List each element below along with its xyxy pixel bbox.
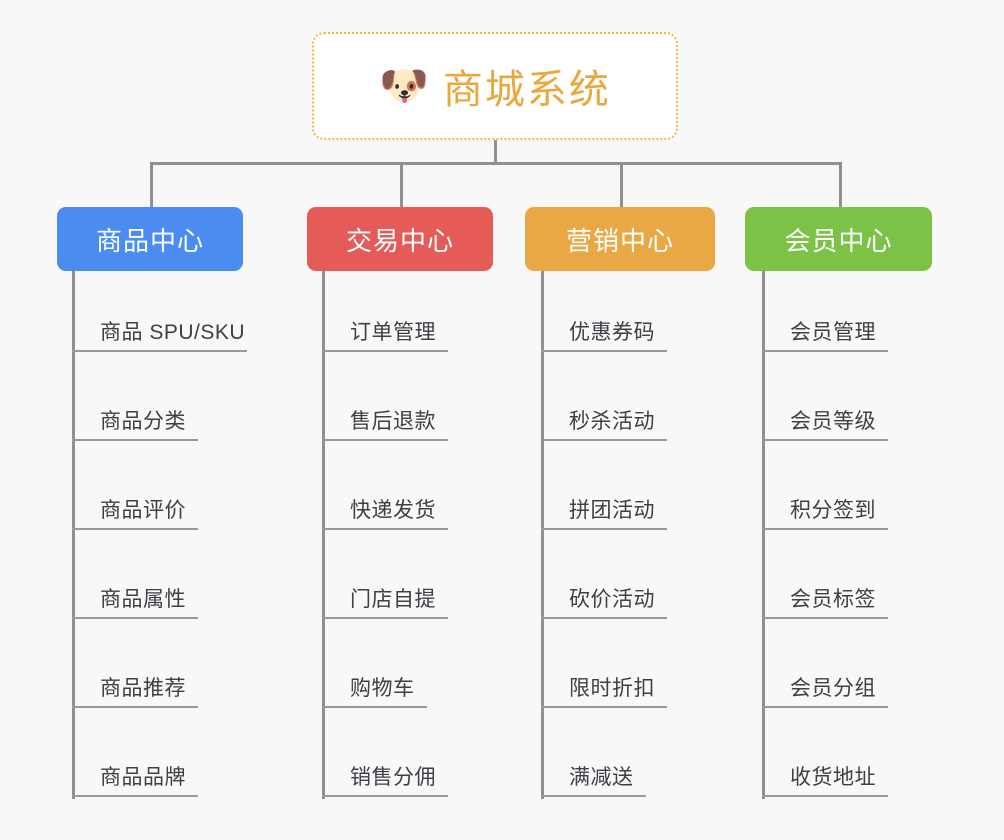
leaf-item-label: 优惠券码 xyxy=(569,321,655,344)
leaf-item-label: 商品评价 xyxy=(100,499,186,522)
leaf-item-label: 商品属性 xyxy=(100,588,186,611)
dog-face-icon: 🐶 xyxy=(379,63,429,109)
leaf-item-label: 积分签到 xyxy=(790,499,876,522)
leaf-item-rule xyxy=(322,617,448,619)
leaf-item-label: 商品分类 xyxy=(100,410,186,433)
leaf-item-label: 秒杀活动 xyxy=(569,410,655,433)
category-header-4[interactable]: 会员中心 xyxy=(745,207,932,271)
leaf-item-rule xyxy=(541,706,667,708)
leaf-item-rule xyxy=(762,617,888,619)
leaf-item-rule xyxy=(541,350,667,352)
leaf-item-label: 商品 SPU/SKU xyxy=(100,321,246,344)
leaf-item-rule xyxy=(322,795,448,797)
leaf-item-rule xyxy=(322,439,448,441)
connector-drop-4 xyxy=(839,162,842,207)
leaf-item-rule xyxy=(72,528,198,530)
column-trunk-4 xyxy=(762,271,765,799)
leaf-item-label: 商品品牌 xyxy=(100,766,186,789)
connector-drop-2 xyxy=(400,162,403,207)
leaf-item-rule xyxy=(72,439,198,441)
column-trunk-2 xyxy=(322,271,325,799)
leaf-item-label: 商品推荐 xyxy=(100,677,186,700)
leaf-item-label: 收货地址 xyxy=(790,766,876,789)
leaf-item-rule xyxy=(541,528,667,530)
leaf-item-rule xyxy=(322,350,448,352)
leaf-item-label: 拼团活动 xyxy=(569,499,655,522)
column-trunk-3 xyxy=(541,271,544,799)
leaf-item-rule xyxy=(72,617,198,619)
leaf-item-rule xyxy=(541,795,646,797)
root-node[interactable]: 🐶 商城系统 xyxy=(312,32,678,140)
root-title: 商城系统 xyxy=(442,68,611,112)
leaf-item-label: 限时折扣 xyxy=(569,677,655,700)
leaf-item-label: 砍价活动 xyxy=(569,588,655,611)
leaf-item-label: 购物车 xyxy=(350,677,415,700)
leaf-item-label: 满减送 xyxy=(569,766,634,789)
leaf-item-rule xyxy=(762,528,888,530)
leaf-item-rule xyxy=(762,706,888,708)
leaf-item-label: 会员等级 xyxy=(790,410,876,433)
category-header-3[interactable]: 营销中心 xyxy=(525,207,715,271)
leaf-item-rule xyxy=(541,617,667,619)
leaf-item-rule xyxy=(762,439,888,441)
leaf-item-rule xyxy=(541,439,667,441)
category-header-1[interactable]: 商品中心 xyxy=(57,207,243,271)
leaf-item-label: 销售分佣 xyxy=(350,766,436,789)
leaf-item-label: 会员分组 xyxy=(790,677,876,700)
leaf-item-rule xyxy=(72,795,198,797)
column-trunk-1 xyxy=(72,271,75,799)
leaf-item-rule xyxy=(72,350,247,352)
leaf-item-label: 会员管理 xyxy=(790,321,876,344)
category-header-2[interactable]: 交易中心 xyxy=(307,207,493,271)
leaf-item-rule xyxy=(762,795,888,797)
leaf-item-label: 门店自提 xyxy=(350,588,436,611)
connector-drop-1 xyxy=(150,162,153,207)
leaf-item-label: 会员标签 xyxy=(790,588,876,611)
root-stem xyxy=(494,140,497,165)
leaf-item-rule xyxy=(322,706,427,708)
leaf-item-label: 快递发货 xyxy=(350,499,436,522)
leaf-item-rule xyxy=(72,706,198,708)
leaf-item-rule xyxy=(762,350,888,352)
leaf-item-label: 售后退款 xyxy=(350,410,436,433)
leaf-item-label: 订单管理 xyxy=(350,321,436,344)
connector-drop-3 xyxy=(620,162,623,207)
leaf-item-rule xyxy=(322,528,448,530)
connector-bus xyxy=(150,162,842,165)
